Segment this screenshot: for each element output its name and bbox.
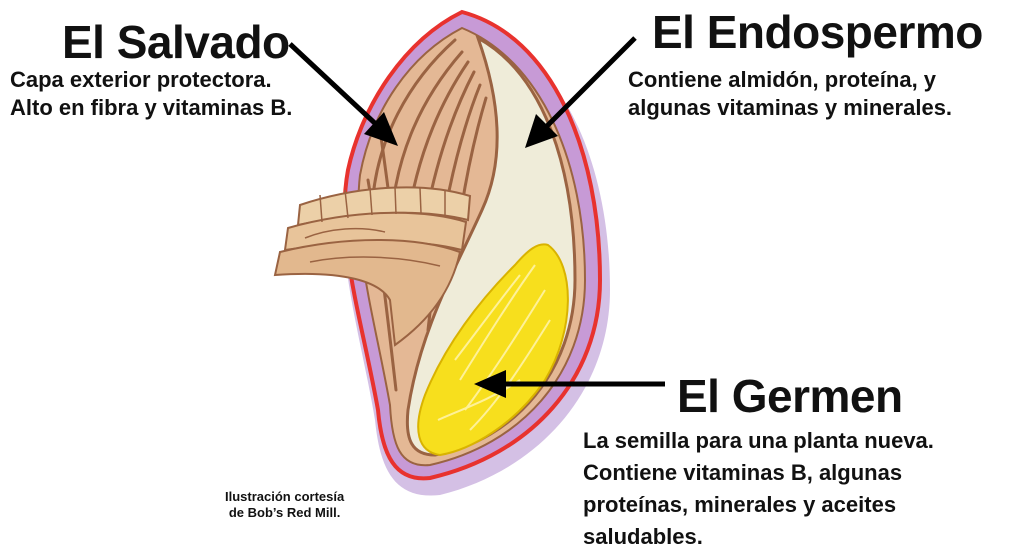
arrow-endospermo [545,38,635,128]
desc-salvado-line: Capa exterior protectora. [10,66,292,94]
arrow-salvado [290,44,380,128]
title-germen: El Germen [677,372,903,420]
desc-endospermo: Contiene almidón, proteína, y algunas vi… [628,66,952,122]
title-salvado: El Salvado [62,18,290,66]
desc-endospermo-line: Contiene almidón, proteína, y [628,66,952,94]
desc-germen-line: saludables. [583,521,934,553]
desc-salvado-line: Alto en fibra y vitaminas B. [10,94,292,122]
desc-germen: La semilla para una planta nueva. Contie… [583,425,934,553]
desc-salvado: Capa exterior protectora. Alto en fibra … [10,66,292,122]
desc-germen-line: La semilla para una planta nueva. [583,425,934,457]
title-endospermo: El Endospermo [652,8,983,56]
desc-germen-line: proteínas, minerales y aceites [583,489,934,521]
illustration-credit: Ilustración cortesía de Bob’s Red Mill. [225,489,344,521]
desc-germen-line: Contiene vitaminas B, algunas [583,457,934,489]
credit-line: Ilustración cortesía [225,489,344,505]
credit-line: de Bob’s Red Mill. [225,505,344,521]
desc-endospermo-line: algunas vitaminas y minerales. [628,94,952,122]
